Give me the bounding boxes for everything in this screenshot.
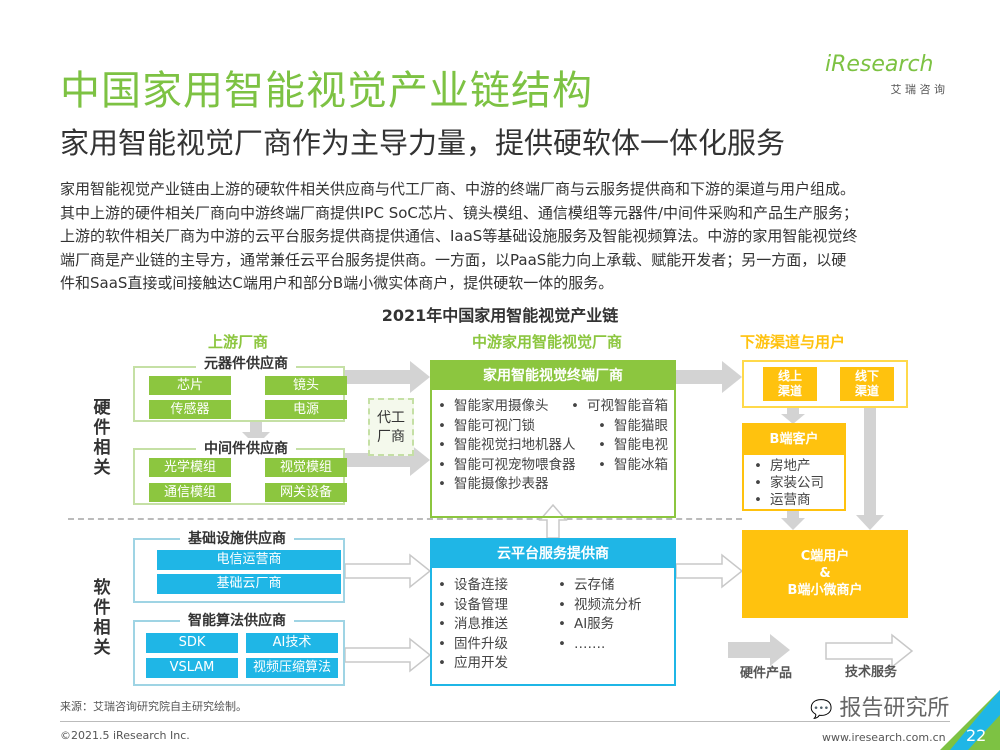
cloud-item: 设备连接 (438, 576, 508, 596)
terminal-item: 智能冰箱 (571, 456, 668, 476)
algo-sdk: SDK (146, 633, 238, 653)
middleware-gateway: 网关设备 (265, 483, 347, 502)
c-users-line: C端用户 (800, 549, 850, 564)
terminal-item: 智能猫眼 (571, 417, 668, 437)
page-subtitle: 家用智能视觉厂商作为主导力量，提供硬软体一体化服务 (60, 126, 786, 160)
components-title: 元器件供应商 (196, 353, 296, 373)
algo-title: 智能算法供应商 (180, 610, 294, 630)
source-note: 来源：艾瑞咨询研究院自主研究绘制。 (60, 700, 247, 713)
b-client-item: 家装公司 (754, 475, 834, 492)
paragraph-line: 件和SaaS直接或间接触达C端用户和部分B端小微实体商户，提供硬软一体的服务。 (60, 274, 614, 292)
cloud-item: 消息推送 (438, 615, 508, 635)
copyright: ©2021.5 iResearch Inc. (60, 729, 190, 742)
channels-box (742, 360, 908, 408)
middleware-optical: 光学模组 (149, 458, 231, 477)
middleware-title: 中间件供应商 (196, 438, 296, 458)
infra-telecom: 电信运营商 (157, 550, 341, 570)
offline-channel: 线下渠道 (840, 367, 894, 401)
c-users-line: & (819, 566, 831, 581)
arrow-components-to-terminal (345, 361, 430, 393)
divider (68, 518, 742, 520)
intro-paragraph: 家用智能视觉产业链由上游的硬软件相关供应商与代工厂商、中游的终端厂商与云服务提供… (60, 178, 950, 296)
cloud-title: 云平台服务提供商 (432, 540, 674, 568)
logo-subtext: 艾 瑞 咨 询 (890, 83, 946, 96)
arrow-components-to-middleware (242, 420, 270, 446)
cloud-item: 固件升级 (438, 635, 508, 655)
terminal-item: 可视智能音箱 (571, 397, 668, 417)
arrow-infra-to-cloud (344, 553, 432, 589)
terminal-item: 智能摄像抄表器 (438, 475, 575, 495)
b-client-item: 房地产 (754, 458, 834, 475)
algo-ai: AI技术 (246, 633, 338, 653)
page-title: 中国家用智能视觉产业链结构 (60, 68, 593, 114)
c-users-line: B端小微商户 (787, 583, 863, 598)
midstream-header: 中游家用智能视觉厂商 (472, 333, 623, 351)
component-power: 电源 (265, 400, 347, 419)
infra-title: 基础设施供应商 (180, 528, 294, 548)
cloud-item: 应用开发 (438, 654, 508, 674)
arrow-middleware-to-terminal (345, 444, 430, 476)
hardware-label: 硬件相关 (93, 398, 111, 478)
paragraph-line: 其中上游的硬件相关厂商向中游终端厂商提供IPC SoC芯片、镜头模组、通信模组等… (60, 203, 858, 222)
middleware-comm: 通信模组 (149, 483, 231, 502)
arrow-terminal-to-channels (676, 361, 742, 393)
component-chip: 芯片 (149, 376, 231, 395)
watermark-text: 报告研究所 (839, 696, 950, 721)
arrow-algo-to-cloud (344, 637, 432, 673)
algo-vslam: VSLAM (146, 658, 238, 678)
page-number: 22 (966, 726, 987, 745)
cloud-item: 设备管理 (438, 596, 508, 616)
cloud-item: AI服务 (558, 615, 641, 635)
footer-rule (60, 721, 950, 722)
corner-decoration (940, 690, 1000, 750)
component-lens: 镜头 (265, 376, 347, 395)
cloud-item: 云存储 (558, 576, 641, 596)
legend-service-arrow (825, 633, 914, 669)
legend-service-label: 技术服务 (845, 665, 898, 680)
paragraph-line: 家用智能视觉产业链由上游的硬软件相关供应商与代工厂商、中游的终端厂商与云服务提供… (60, 180, 856, 198)
wechat-icon: 💬 (810, 699, 833, 720)
terminal-title: 家用智能视觉终端厂商 (432, 362, 674, 390)
diagram-title: 2021年中国家用智能视觉产业链 (381, 306, 619, 325)
terminal-box: 家用智能视觉终端厂商 智能家用摄像头 智能可视门锁 智能视觉扫地机器人 智能可视… (430, 360, 676, 518)
arrow-cloud-to-terminal (538, 503, 568, 539)
terminal-item: 智能视觉扫地机器人 (438, 436, 576, 456)
cloud-box: 云平台服务提供商 设备连接 设备管理 消息推送 固件升级 应用开发 云存储 视频… (430, 538, 676, 686)
middleware-vision: 视觉模组 (265, 458, 347, 477)
component-sensor: 传感器 (149, 400, 231, 419)
downstream-header: 下游渠道与用户 (740, 333, 846, 351)
arrow-online-to-b (781, 408, 805, 424)
footer-url: www.iresearch.com.cn (822, 731, 946, 744)
arrow-cloud-to-c (675, 553, 744, 589)
legend-hardware-arrow (728, 634, 790, 666)
terminal-item: 智能电视 (571, 436, 668, 456)
b-clients-box: B端客户 房地产 家装公司 运营商 (742, 423, 846, 511)
arrow-offline-to-c (856, 408, 884, 530)
iresearch-logo: iResearch 艾 瑞 咨 询 (825, 52, 945, 97)
algo-compression: 视频压缩算法 (246, 658, 338, 678)
terminal-item: 智能家用摄像头 (438, 397, 575, 417)
cloud-item: 视频流分析 (558, 596, 642, 616)
terminal-item: 智能可视宠物喂食器 (438, 456, 576, 476)
b-client-item: 运营商 (754, 492, 834, 509)
upstream-header: 上游厂商 (208, 333, 269, 351)
software-label: 软件相关 (93, 578, 111, 658)
paragraph-line: 端厂商是产业链的主导方，通常兼任云平台服务提供商。一方面，以PaaS能力向上承载… (60, 250, 847, 269)
terminal-item: 智能可视门锁 (438, 417, 575, 437)
b-clients-title: B端客户 (744, 425, 844, 455)
infra-cloud: 基础云厂商 (157, 574, 341, 594)
watermark: 💬 报告研究所 (810, 690, 949, 722)
c-users-box: C端用户 & B端小微商户 (742, 530, 908, 618)
arrow-b-to-c (781, 511, 805, 530)
online-channel: 线上渠道 (763, 367, 817, 401)
cloud-item: ……. (558, 635, 641, 655)
logo-text: iResearch (825, 52, 934, 77)
oem-box: 代工厂商 (368, 398, 414, 456)
paragraph-line: 上游的软件相关厂商为中游的云平台服务提供商提供通信、IaaS等基础设施服务及智能… (60, 227, 858, 245)
legend-hardware-label: 硬件产品 (740, 666, 793, 681)
